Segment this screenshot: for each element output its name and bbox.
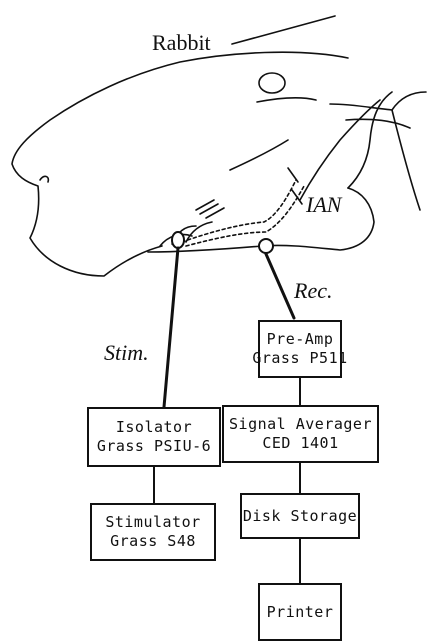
stimulator-model: Grass S48 — [110, 532, 196, 551]
cheek-line — [230, 140, 288, 170]
signal-averager-model: CED 1401 — [262, 434, 338, 453]
rabbit-pointer-line — [232, 16, 335, 44]
rec-label: Rec. — [294, 278, 332, 304]
preamp-box: Pre-Amp Grass P511 — [258, 320, 342, 378]
stim-label: Stim. — [104, 340, 149, 366]
eye — [259, 73, 285, 93]
preamp-model: Grass P511 — [252, 349, 347, 368]
tooth-hatch — [196, 200, 224, 218]
nerve-branch-back — [392, 110, 420, 210]
nerve-branch-upper — [330, 104, 392, 110]
disk-storage-title: Disk Storage — [243, 507, 357, 526]
isolator-title: Isolator — [116, 418, 192, 437]
mandible-back — [348, 92, 392, 188]
stim-electrode — [172, 232, 184, 248]
preamp-title: Pre-Amp — [267, 330, 334, 349]
signal-averager-box: Signal Averager CED 1401 — [222, 405, 379, 463]
stimulator-title: Stimulator — [105, 513, 200, 532]
printer-title: Printer — [267, 603, 334, 622]
eye-lid — [257, 98, 316, 102]
signal-averager-title: Signal Averager — [229, 415, 372, 434]
stim-lead — [164, 248, 178, 407]
isolator-box: Isolator Grass PSIU-6 — [87, 407, 221, 467]
rabbit-label: Rabbit — [152, 30, 211, 56]
rec-electrode — [259, 239, 273, 253]
rec-lead — [266, 254, 294, 318]
nerve-branch-tip — [392, 92, 426, 110]
nerve-mark-1 — [288, 168, 298, 182]
ian-nerve-path-2 — [186, 186, 304, 246]
stimulator-box: Stimulator Grass S48 — [90, 503, 216, 561]
disk-storage-box: Disk Storage — [240, 493, 360, 539]
ian-nerve-path — [182, 180, 296, 242]
nostril — [40, 176, 48, 182]
isolator-model: Grass PSIU-6 — [97, 437, 211, 456]
ian-label: IAN — [306, 192, 341, 218]
printer-box: Printer — [258, 583, 342, 641]
